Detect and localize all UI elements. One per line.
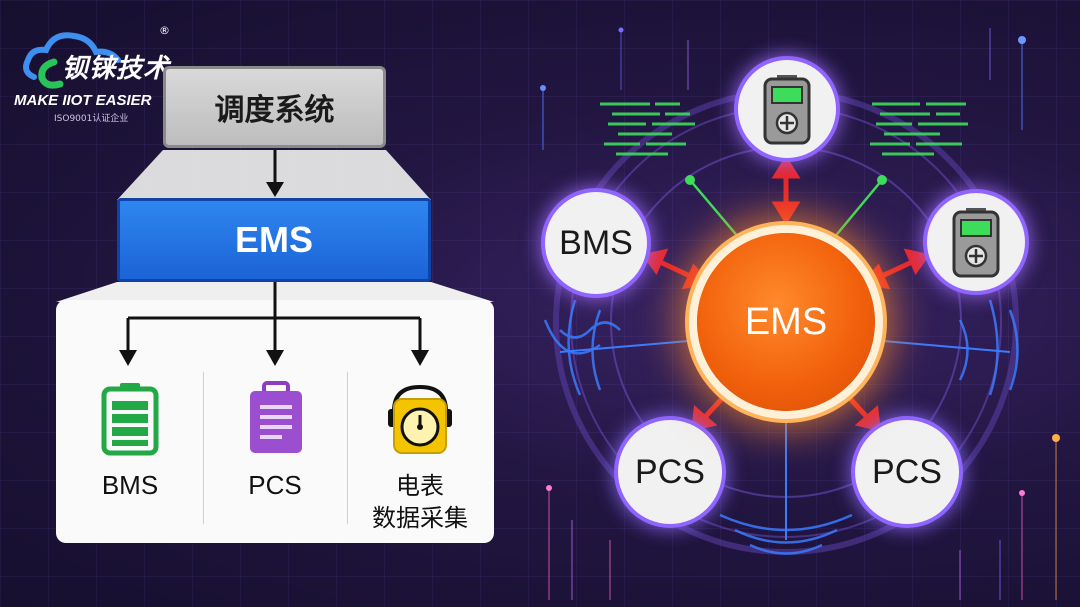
device-label-meter: 电表 数据采集 — [355, 470, 485, 534]
meter-label-line1: 电表 — [396, 472, 444, 500]
network-node-pcs-left: PCS — [618, 420, 722, 524]
meter-device-icon — [763, 75, 811, 145]
logo-slogan: MAKE IIOT EASIER — [14, 92, 152, 109]
logo-chinese-name: 钡铼技术 — [62, 54, 171, 84]
pcs-cabinet-icon — [250, 381, 302, 453]
device-label-bms: BMS — [101, 470, 159, 500]
network-node-bms: BMS — [545, 192, 647, 294]
panel-divider — [347, 372, 348, 524]
network-node-meter-top — [738, 60, 836, 158]
device-label-pcs: PCS — [248, 470, 302, 500]
company-logo: ® 钡铼技术 MAKE IIOT EASIER ISO9001认证企业 — [14, 22, 179, 124]
meter-label-line2: 数据采集 — [372, 504, 468, 532]
cloud-c-logo-icon — [23, 32, 121, 89]
dispatch-system-box: 调度系统 — [163, 66, 386, 148]
network-node-meter-right — [927, 193, 1025, 291]
network-node-pcs-right: PCS — [855, 420, 959, 524]
meter-gauge-icon — [388, 384, 452, 454]
registered-mark: ® — [159, 24, 170, 37]
meter-device-icon — [952, 208, 1000, 278]
ems-bar: EMS — [117, 198, 431, 282]
panel-divider — [203, 372, 204, 524]
ems-core-node: EMS — [697, 233, 875, 411]
logo-iso-text: ISO9001认证企业 — [54, 114, 129, 124]
battery-icon — [101, 383, 159, 456]
